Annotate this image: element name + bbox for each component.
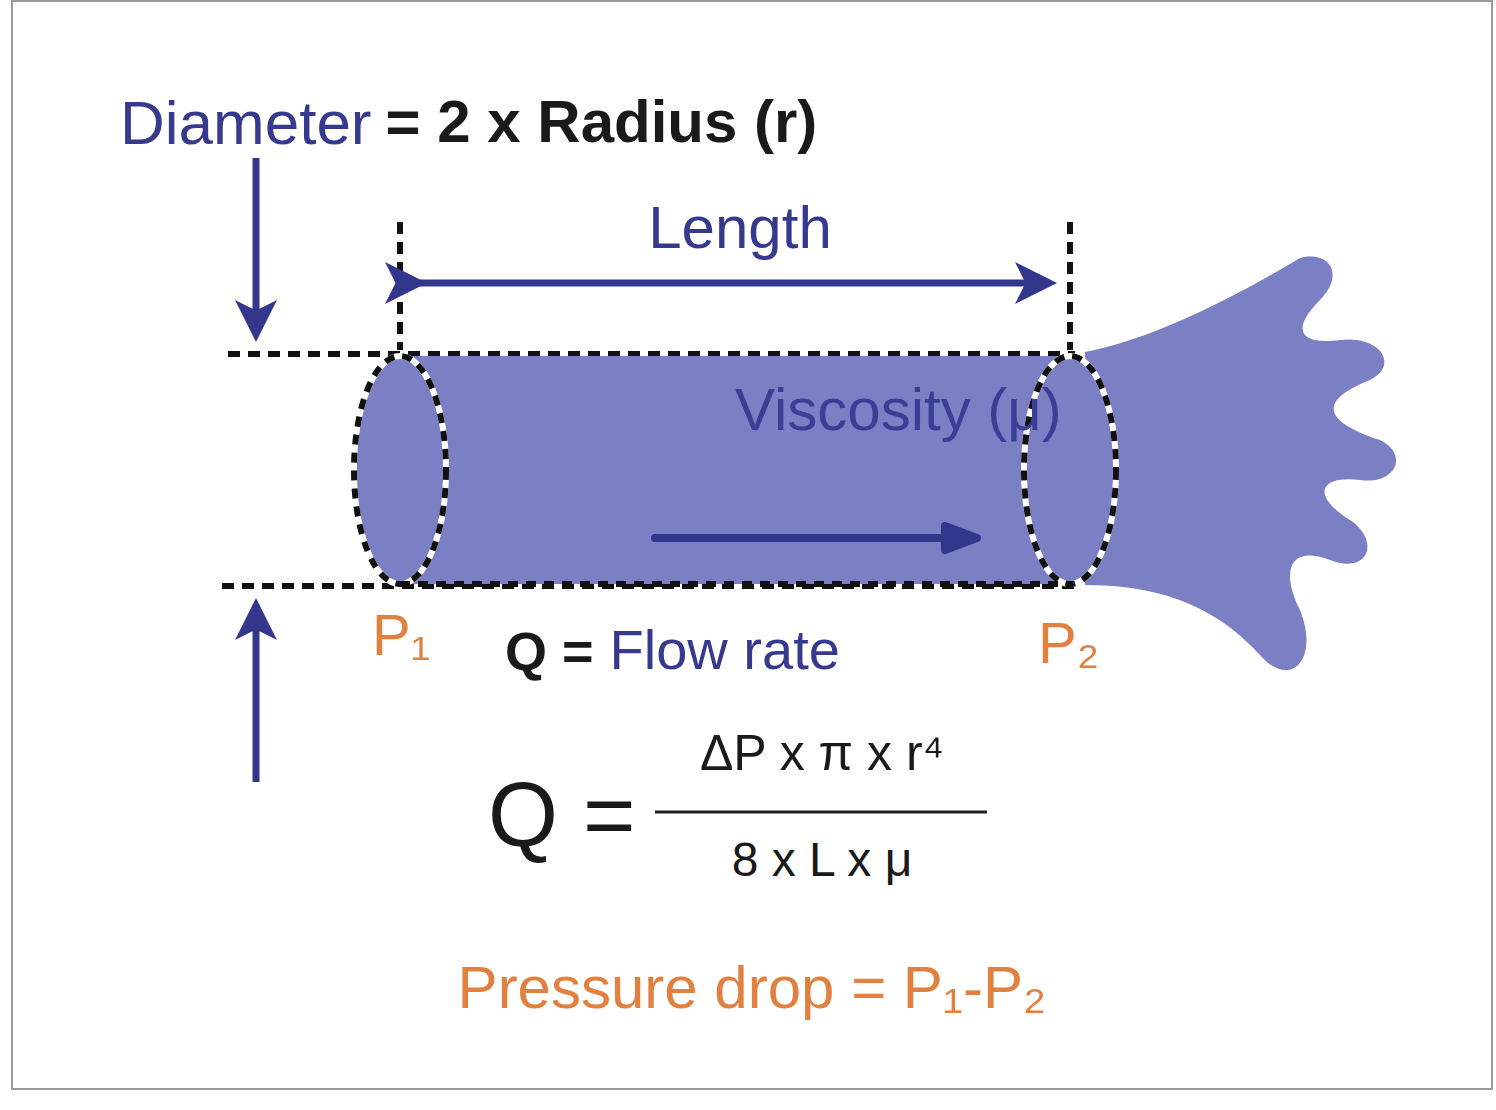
equation-denominator: 8 x L x μ	[732, 836, 913, 884]
tube: Viscosity (μ)	[345, 348, 1120, 592]
pressure-label: P₂	[1038, 614, 1099, 672]
length-label: Length	[648, 198, 832, 258]
equation-numerator: ΔP x π x r⁴	[700, 728, 944, 778]
flow-label: Flow rate	[610, 622, 840, 678]
flow-symbol: Q =	[505, 624, 594, 678]
frame	[12, 1, 1492, 1089]
fraction-bar	[655, 811, 987, 814]
pressure-label: P₁	[372, 606, 430, 664]
diameter-formula: = 2 x Radius (r)	[386, 92, 818, 152]
length-arrow	[420, 280, 1050, 287]
pressure-drop-note: Pressure drop = P₁-P₂	[458, 958, 1047, 1018]
length-guide	[1067, 222, 1073, 350]
tube-label: Viscosity (μ)	[735, 380, 1062, 440]
spray	[1085, 256, 1396, 670]
diameter-label: Diameter	[120, 92, 372, 154]
diameter-arrow	[253, 158, 260, 335]
equation-symbol: Q =	[488, 770, 636, 860]
length-guide	[397, 222, 403, 350]
diameter-arrow	[253, 605, 260, 782]
